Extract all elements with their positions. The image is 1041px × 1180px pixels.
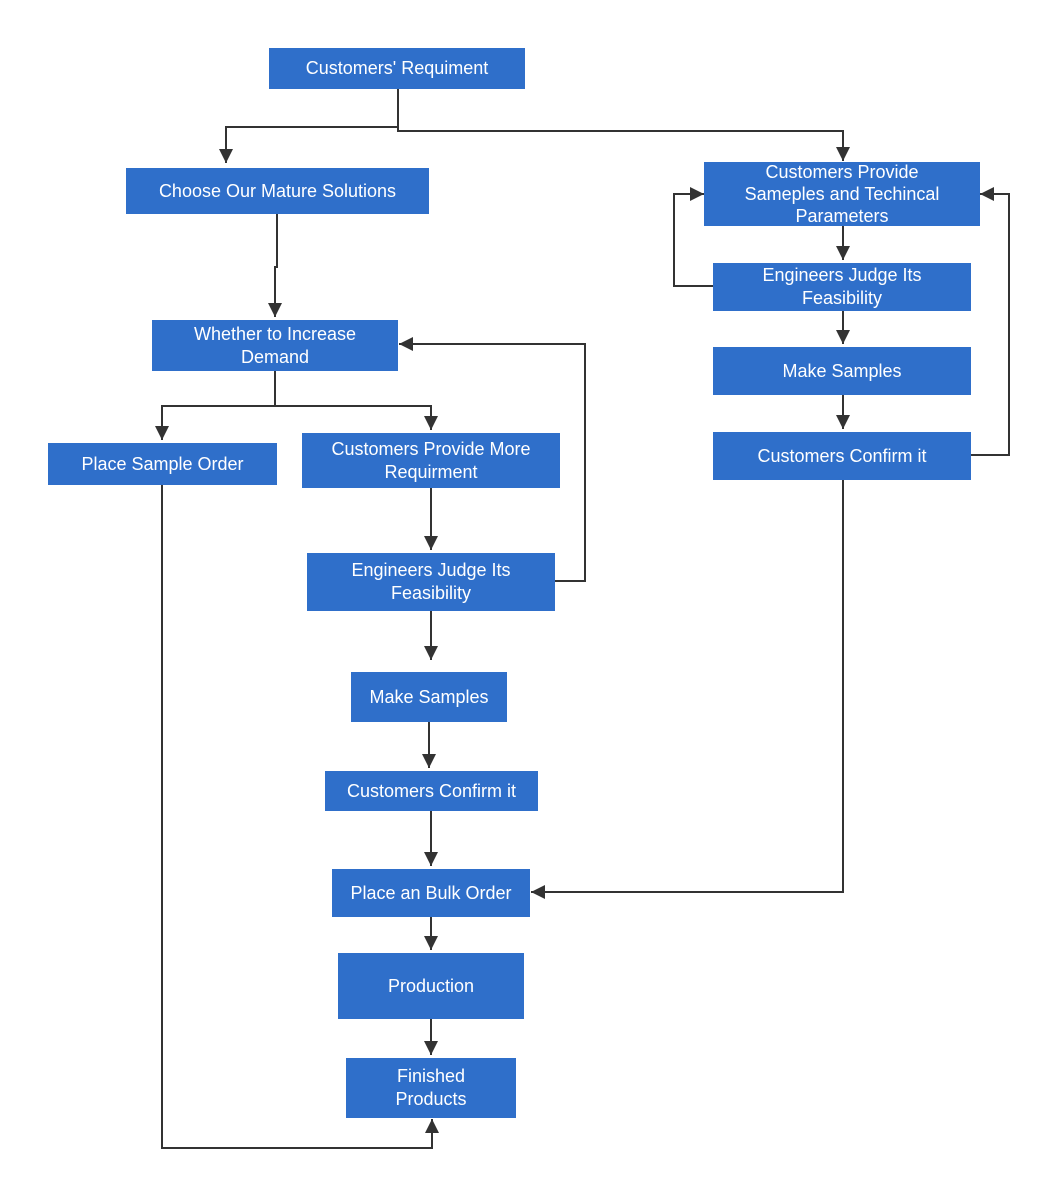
- node-label: Whether to Increase Demand: [193, 323, 357, 367]
- node-customers-confirm-left: Customers Confirm it: [325, 771, 538, 811]
- node-label: Customers' Requiment: [305, 58, 489, 78]
- node-finished-products: Finished Products: [346, 1058, 516, 1118]
- connector-engineers-left-loop: [399, 337, 586, 582]
- node-label: Finished Products: [395, 1066, 467, 1109]
- connector-engineers-right-loop: [673, 187, 713, 287]
- connector-requirement-to-mature: [219, 89, 399, 163]
- node-label: Place Sample Order: [81, 453, 244, 474]
- node-whether-increase-demand: Whether to Increase Demand: [152, 320, 398, 371]
- node-engineers-judge-right: Engineers Judge Its Feasibility: [713, 263, 971, 311]
- node-label: Customers Provide More Requirment: [331, 438, 531, 482]
- node-customers-requirement: Customers' Requiment: [269, 48, 525, 89]
- node-label: Make Samples: [369, 686, 489, 707]
- node-label: Choose Our Mature Solutions: [158, 180, 397, 201]
- connector-confirm-right-loop: [971, 187, 1010, 456]
- node-engineers-judge-left: Engineers Judge Its Feasibility: [307, 553, 555, 611]
- node-label: Customers Provide Sameples and Techincal…: [744, 162, 940, 226]
- node-label: Customers Confirm it: [346, 780, 517, 801]
- node-label: Engineers Judge Its Feasibility: [351, 560, 511, 603]
- node-customers-provide-samples: Customers Provide Sameples and Techincal…: [704, 162, 980, 226]
- node-label: Place an Bulk Order: [350, 882, 512, 903]
- node-production: Production: [338, 953, 524, 1019]
- connector-confirm-right-to-bulk: [531, 480, 844, 899]
- node-label: Engineers Judge Its Feasibility: [762, 265, 922, 308]
- node-customers-confirm-right: Customers Confirm it: [713, 432, 971, 480]
- node-label: Production: [387, 975, 475, 996]
- connector-whether-to-sample-order: [155, 371, 276, 440]
- node-label: Customers Confirm it: [757, 445, 927, 466]
- connector-requirement-to-provide-samples: [397, 127, 850, 161]
- node-place-bulk-order: Place an Bulk Order: [332, 869, 530, 917]
- connector-mature-to-whether: [268, 214, 282, 317]
- node-place-sample-order: Place Sample Order: [48, 443, 277, 485]
- node-choose-mature-solutions: Choose Our Mature Solutions: [126, 168, 429, 214]
- node-customers-provide-more: Customers Provide More Requirment: [302, 433, 560, 488]
- node-make-samples-left: Make Samples: [351, 672, 507, 722]
- node-label: Make Samples: [782, 360, 902, 381]
- connector-whether-to-more-requirment: [275, 405, 438, 430]
- node-make-samples-right: Make Samples: [713, 347, 971, 395]
- connector-sample-order-to-finished: [161, 485, 439, 1149]
